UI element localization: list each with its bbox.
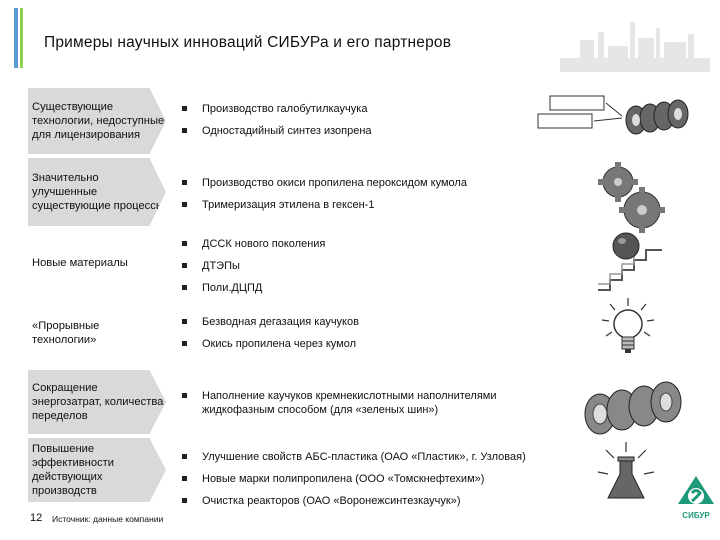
accent-bar-blue [14,8,18,68]
ball-on-stairs-icon [598,232,662,291]
row-label-new-materials: Новые материалы [28,230,166,296]
row-label-text: Новые материалы [32,257,128,269]
boxes-and-tires-icon [537,95,689,135]
row-label-energy-reduction: Сокращение энергозатрат, количества пере… [28,370,166,434]
bullet-item: Улучшение свойств АБС-пластика (ОАО «Пла… [180,450,526,464]
row-bullets-3: ДССК нового поколения ДТЭПы Поли.ДЦПД [180,237,325,303]
row-bullets-4: Безводная дегазация каучуков Окись пропи… [180,315,359,359]
row-label-text: Повышение эффективности действующих прои… [32,443,115,497]
row-label-text: Значительно улучшенные существующие проц… [32,172,164,212]
source-note: Источник: данные компании [52,514,164,524]
accent-bar-green [20,8,23,68]
bullet-item: Безводная дегазация каучуков [180,315,359,329]
slide-title: Примеры научных инноваций СИБУРа и его п… [44,34,452,51]
bullet-item: Производство окиси пропилена пероксидом … [180,176,467,190]
row-bullets-5: Наполнение каучуков кремнекислотными нап… [180,389,562,425]
gears-icon [598,162,665,233]
tires-icon [584,381,682,435]
bullet-item: Окись пропилена через кумол [180,337,359,351]
sibur-logo-icon: СИБУР [678,476,714,520]
row-label-breakthrough: «Прорывные технологии» [28,300,166,366]
bullet-item: Поли.ДЦПД [180,281,325,295]
plant-silhouette-icon [560,22,710,72]
row-label-efficiency: Повышение эффективности действующих прои… [28,438,166,502]
page-number: 12 [30,512,43,524]
logo-text: СИБУР [682,511,710,520]
row-label-improved-processes: Значительно улучшенные существующие проц… [28,158,166,226]
row-label-text: «Прорывные технологии» [32,320,100,346]
row-bullets-1: Производство галобутилкаучука Одностадий… [180,102,372,146]
flask-icon [597,442,655,499]
bullet-item: Производство галобутилкаучука [180,102,372,116]
row-bullets-2: Производство окиси пропилена пероксидом … [180,176,467,220]
bullet-item: ДТЭПы [180,259,325,273]
row-label-text: Существующие технологии, недоступные для… [32,101,165,141]
bullet-item: Очистка реакторов (ОАО «Воронежсинтезкау… [180,494,526,508]
bullet-item: Одностадийный синтез изопрена [180,124,372,138]
row-label-text: Сокращение энергозатрат, количества пере… [32,382,164,422]
row-label-existing-tech: Существующие технологии, недоступные для… [28,88,166,154]
lightbulb-icon [601,298,655,353]
bullet-item: Наполнение каучуков кремнекислотными нап… [180,389,562,417]
bullet-item: Новые марки полипропилена (ООО «Томскнеф… [180,472,526,486]
row-bullets-6: Улучшение свойств АБС-пластика (ОАО «Пла… [180,450,526,516]
accent-bar [14,8,24,68]
bullet-item: Тримеризация этилена в гексен-1 [180,198,467,212]
bullet-item: ДССК нового поколения [180,237,325,251]
